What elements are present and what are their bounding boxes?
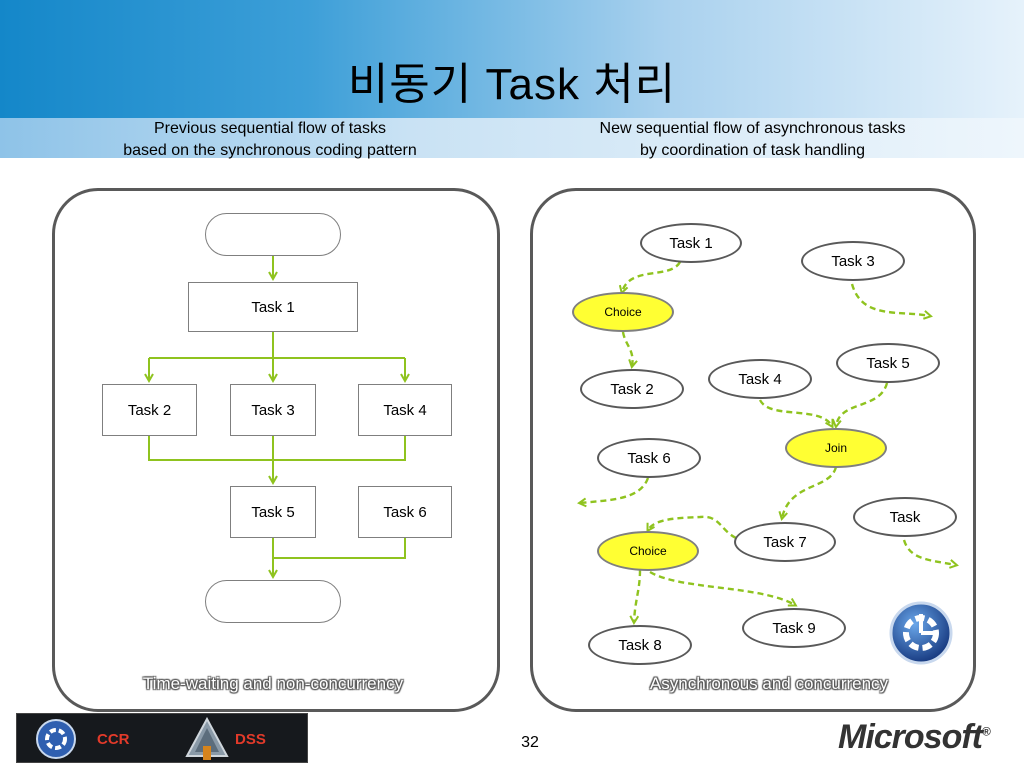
ccr-badge-icon — [889, 601, 953, 665]
choice-node-1: Choice — [572, 292, 674, 332]
edge-task1-choice — [622, 261, 682, 292]
microsoft-wordmark: Microsoft — [838, 718, 983, 756]
async-task-9: Task 9 — [742, 608, 846, 648]
microsoft-logo: Microsoft® — [838, 718, 991, 757]
async-task-3: Task 3 — [801, 241, 905, 281]
caption-band — [0, 118, 1024, 158]
async-task: Task — [853, 497, 957, 537]
flow-task-6: Task 6 — [358, 486, 452, 538]
left-caption: Previous sequential flow of tasks based … — [60, 118, 480, 162]
async-task-4: Task 4 — [708, 359, 812, 399]
join-node: Join — [785, 428, 887, 468]
async-task-8: Task 8 — [588, 625, 692, 665]
edge-choice-task9 — [649, 570, 795, 605]
slide-title: 비동기 Task 처리 — [347, 60, 677, 109]
choice-node-2: Choice — [597, 531, 699, 571]
async-task-2: Task 2 — [580, 369, 684, 409]
edge-task-out — [902, 539, 956, 565]
header-gradient — [0, 0, 1024, 118]
flow-task-3: Task 3 — [230, 384, 316, 436]
right-panel-caption: Asynchronous and concurrency — [649, 674, 889, 693]
edge-choice-task2 — [621, 331, 633, 366]
edge-task6-out — [580, 477, 650, 503]
async-task-1: Task 1 — [640, 223, 742, 263]
page-number: 32 — [521, 734, 539, 751]
edge-choice-task8 — [634, 569, 642, 622]
dss-logo-icon — [185, 716, 229, 760]
registered-mark: ® — [982, 724, 991, 739]
edge-task3-out — [850, 283, 930, 316]
flow-task-5: Task 5 — [230, 486, 316, 538]
dss-label: DSS — [235, 731, 266, 748]
ccr-logo-icon — [36, 719, 76, 759]
edge-join-bar — [148, 436, 406, 461]
right-caption-line1: New sequential flow of asynchronous task… — [599, 120, 906, 137]
start-terminal — [205, 213, 341, 256]
flow-task-1: Task 1 — [188, 282, 358, 332]
edge-task7-choice — [648, 515, 737, 540]
right-caption-line2: by coordination of task handling — [639, 142, 866, 159]
flow-task-4: Task 4 — [358, 384, 452, 436]
edge-task1-split — [149, 332, 405, 359]
left-panel-caption: Time-waiting and non-concurrency — [142, 674, 404, 693]
async-task-5: Task 5 — [836, 343, 940, 383]
right-caption: New sequential flow of asynchronous task… — [540, 118, 965, 162]
ccr-label: CCR — [97, 731, 130, 748]
edge-task56-merge — [272, 538, 406, 559]
edge-task4-join — [758, 399, 832, 426]
async-task-6: Task 6 — [597, 438, 701, 478]
async-task-7: Task 7 — [734, 522, 836, 562]
left-caption-line2: based on the synchronous coding pattern — [123, 142, 417, 159]
footer-logo-strip: CCR DSS — [16, 713, 308, 763]
flow-task-2: Task 2 — [102, 384, 197, 436]
left-caption-line1: Previous sequential flow of tasks — [153, 120, 387, 137]
edge-task5-join — [836, 382, 889, 426]
end-terminal — [205, 580, 341, 623]
edge-join-task7 — [782, 466, 838, 518]
